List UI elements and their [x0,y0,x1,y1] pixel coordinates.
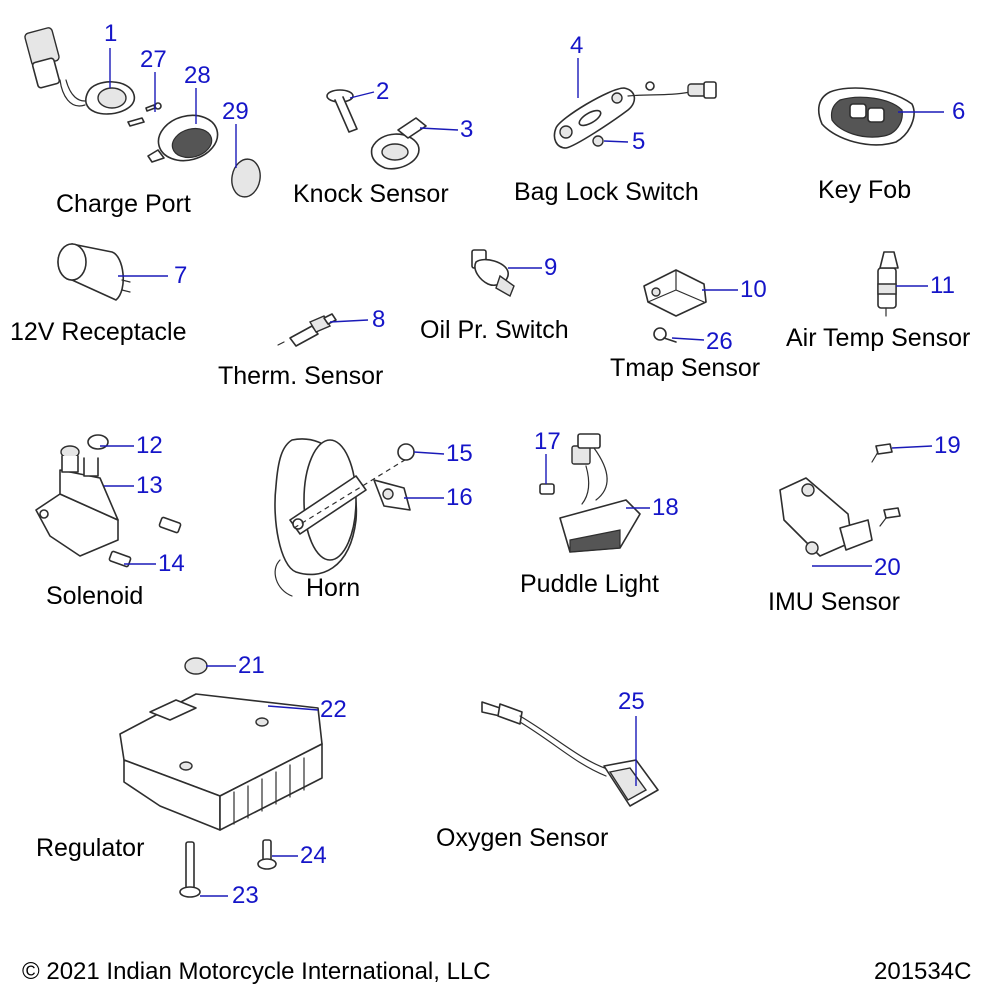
callout-23: 23 [232,882,259,909]
puddle-light-assembly [539,433,641,553]
label-regulator: Regulator [36,834,145,862]
label-therm-sensor: Therm. Sensor [218,362,384,390]
callout-16: 16 [446,484,473,511]
charge-port-assembly [24,27,261,198]
air-temp-sensor-assembly [877,251,899,317]
callout-15: 15 [446,440,473,467]
label-key-fob: Key Fob [818,176,912,204]
callout-1: 1 [104,20,118,47]
oil-pr-switch-assembly [471,249,515,298]
drawing-number: 201534C [874,958,972,985]
callout-24: 24 [300,842,327,869]
bag-lock-switch-assembly [553,81,717,149]
callout-4: 4 [570,32,584,59]
label-receptacle: 12V Receptacle [10,318,187,346]
callout-29: 29 [222,98,249,125]
callout-14: 14 [158,550,185,577]
label-knock-sensor: Knock Sensor [293,180,449,208]
label-solenoid: Solenoid [46,582,144,610]
callout-21: 21 [238,652,265,679]
callout-27: 27 [140,46,167,73]
label-oxygen-sensor: Oxygen Sensor [436,824,609,852]
imu-sensor-assembly [779,443,901,557]
callout-12: 12 [136,432,163,459]
callout-22: 22 [320,696,347,723]
callout-10: 10 [740,276,767,303]
regulator-assembly [119,657,323,898]
callout-6: 6 [952,98,966,125]
key-fob-assembly [817,87,915,146]
callout-9: 9 [544,254,558,281]
therm-sensor-assembly [277,313,337,347]
oxygen-sensor-assembly [481,701,659,807]
callout-25: 25 [618,688,645,715]
solenoid-assembly [35,434,182,568]
label-imu-sensor: IMU Sensor [768,588,900,616]
callout-20: 20 [874,554,901,581]
tmap-sensor-assembly [643,269,707,343]
label-horn: Horn [306,574,361,602]
callout-2: 2 [376,78,390,105]
knock-sensor-assembly [326,89,427,170]
label-bag-lock-switch: Bag Lock Switch [514,178,699,206]
label-air-temp-sensor: Air Temp Sensor [786,324,971,352]
callout-19: 19 [934,432,961,459]
callout-8: 8 [372,306,386,333]
callout-18: 18 [652,494,679,521]
callout-3: 3 [460,116,474,143]
label-puddle-light: Puddle Light [520,570,660,598]
label-tmap-sensor: Tmap Sensor [610,354,761,382]
label-charge-port: Charge Port [56,190,191,218]
callout-26: 26 [706,328,733,355]
callout-17: 17 [534,428,561,455]
horn-assembly [274,438,415,597]
callout-11: 11 [930,272,955,299]
callout-5: 5 [632,128,646,155]
leader-lines [100,48,944,897]
callout-13: 13 [136,472,163,499]
callout-7: 7 [174,262,188,289]
callout-28: 28 [184,62,211,89]
label-oil-pr-switch: Oil Pr. Switch [420,316,569,344]
receptacle-assembly [57,243,131,301]
copyright-notice: © 2021 Indian Motorcycle International, … [22,958,491,985]
